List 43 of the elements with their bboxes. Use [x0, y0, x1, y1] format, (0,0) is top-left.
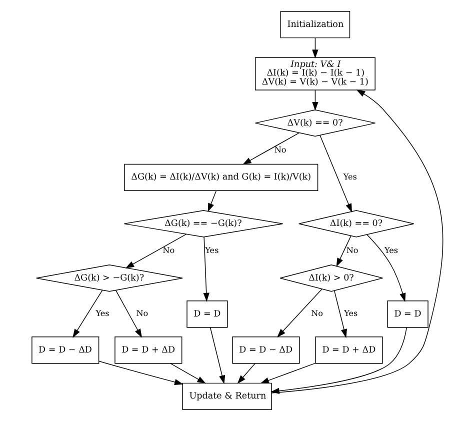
edge-label: Yes — [342, 171, 356, 182]
edge-label: No — [162, 244, 174, 255]
edge-label: No — [346, 244, 358, 255]
node-box: D = D − ΔD — [232, 336, 300, 364]
arrow — [202, 236, 209, 302]
node-box: D = D − ΔD — [31, 336, 99, 364]
arrow — [312, 38, 318, 58]
arrow — [72, 290, 102, 338]
node-diamond: ΔI(k) > 0? — [279, 264, 383, 292]
node-diamond: ΔI(k) == 0? — [298, 210, 414, 238]
arrow — [115, 290, 142, 338]
node-diamond: ΔV(k) == 0? — [254, 109, 376, 137]
node-box: ΔG(k) = ΔI(k)/ΔV(k) and G(k) = I(k)/V(k) — [124, 164, 318, 192]
arrow — [207, 190, 216, 212]
node-box: Update & Return — [182, 382, 272, 410]
arrow — [312, 90, 318, 111]
node-box: Input: V& I ΔI(k) = I(k) − I(k − 1) ΔV(k) = V(k) − V(k − 1) — [254, 57, 375, 90]
node-box: Initialization — [280, 11, 350, 38]
edge-label: No — [274, 144, 286, 154]
arrow — [336, 236, 351, 267]
edge-label: Yes — [95, 308, 109, 318]
node-box: D = D + ΔD — [114, 336, 182, 364]
node-diamond: ΔG(k) > −G(k)? — [35, 264, 182, 292]
node-box: D = D — [386, 300, 428, 328]
node-box: D = D + ΔD — [314, 336, 382, 364]
edge-label: Yes — [204, 244, 218, 255]
arrow — [242, 132, 299, 165]
arrow — [260, 362, 316, 384]
arrow — [124, 234, 186, 268]
arrow — [334, 290, 347, 338]
arrow — [209, 327, 225, 384]
arrow — [236, 363, 255, 384]
arrow — [319, 135, 352, 213]
edge-label: No — [310, 308, 323, 318]
arrow — [170, 363, 206, 384]
arrow — [98, 360, 183, 386]
arrow — [366, 234, 406, 302]
arrow — [276, 288, 322, 338]
edge-label: Yes — [344, 308, 358, 318]
node-diamond: ΔG(k) == −G(k)? — [123, 210, 283, 238]
edge-label: No — [136, 308, 148, 318]
node-box: D = D — [186, 300, 228, 328]
edge-label: Yes — [384, 244, 398, 255]
